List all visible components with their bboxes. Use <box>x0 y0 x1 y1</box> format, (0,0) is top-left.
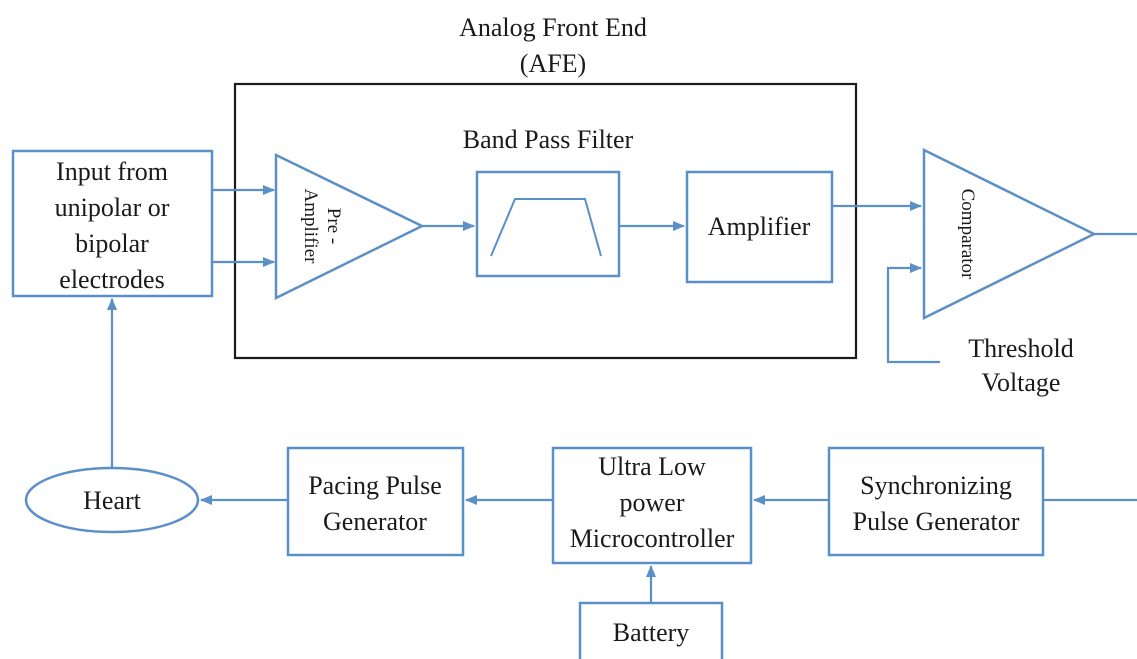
sync-pulse-generator-block: Synchronizing Pulse Generator <box>827 446 1045 557</box>
heart-label: Heart <box>83 486 142 515</box>
mcu-label-line1: Ultra Low <box>598 452 706 481</box>
input-label-line3: bipolar <box>75 229 149 258</box>
sync-label-line1: Synchronizing <box>860 471 1012 500</box>
heart-block: Heart <box>24 466 200 534</box>
afe-title-line1: Analog Front End <box>459 13 647 42</box>
preamplifier-block: Pre - Amplifier <box>274 153 425 301</box>
amplifier-label: Amplifier <box>708 212 811 241</box>
afe-boundary <box>233 82 858 360</box>
comparator-label: Comparator <box>957 189 978 280</box>
amplifier-block: Amplifier <box>685 170 834 284</box>
sync-label-line2: Pulse Generator <box>853 507 1020 536</box>
pacing-label-line1: Pacing Pulse <box>308 471 442 500</box>
bandpass-filter-label: Band Pass Filter <box>463 125 634 154</box>
input-label-line1: Input from <box>56 157 168 186</box>
bandpass-filter-block <box>475 170 621 278</box>
comparator-block: Comparator <box>922 147 1097 321</box>
input-label-line4: electrodes <box>59 265 164 294</box>
battery-block: Battery <box>578 601 724 659</box>
mcu-label-line3: Microcontroller <box>570 524 735 553</box>
input-electrodes-block: Input from unipolar or bipolar electrode… <box>11 149 214 298</box>
preamp-label-line1: Pre - <box>323 208 344 244</box>
afe-title-line2: (AFE) <box>520 49 586 78</box>
input-label-line2: unipolar or <box>55 193 170 222</box>
preamp-label-line2: Amplifier <box>300 189 321 265</box>
threshold-label-line1: Threshold <box>968 334 1073 363</box>
bandpass-response-icon <box>490 198 602 257</box>
mcu-label-line2: power <box>620 488 685 517</box>
wire-threshold-to-comparator <box>886 263 940 364</box>
pacing-pulse-generator-block: Pacing Pulse Generator <box>286 446 465 557</box>
microcontroller-block: Ultra Low power Microcontroller <box>551 446 753 565</box>
threshold-label-line2: Voltage <box>982 368 1061 397</box>
pacing-label-line2: Generator <box>323 507 427 536</box>
battery-label: Battery <box>613 618 690 647</box>
